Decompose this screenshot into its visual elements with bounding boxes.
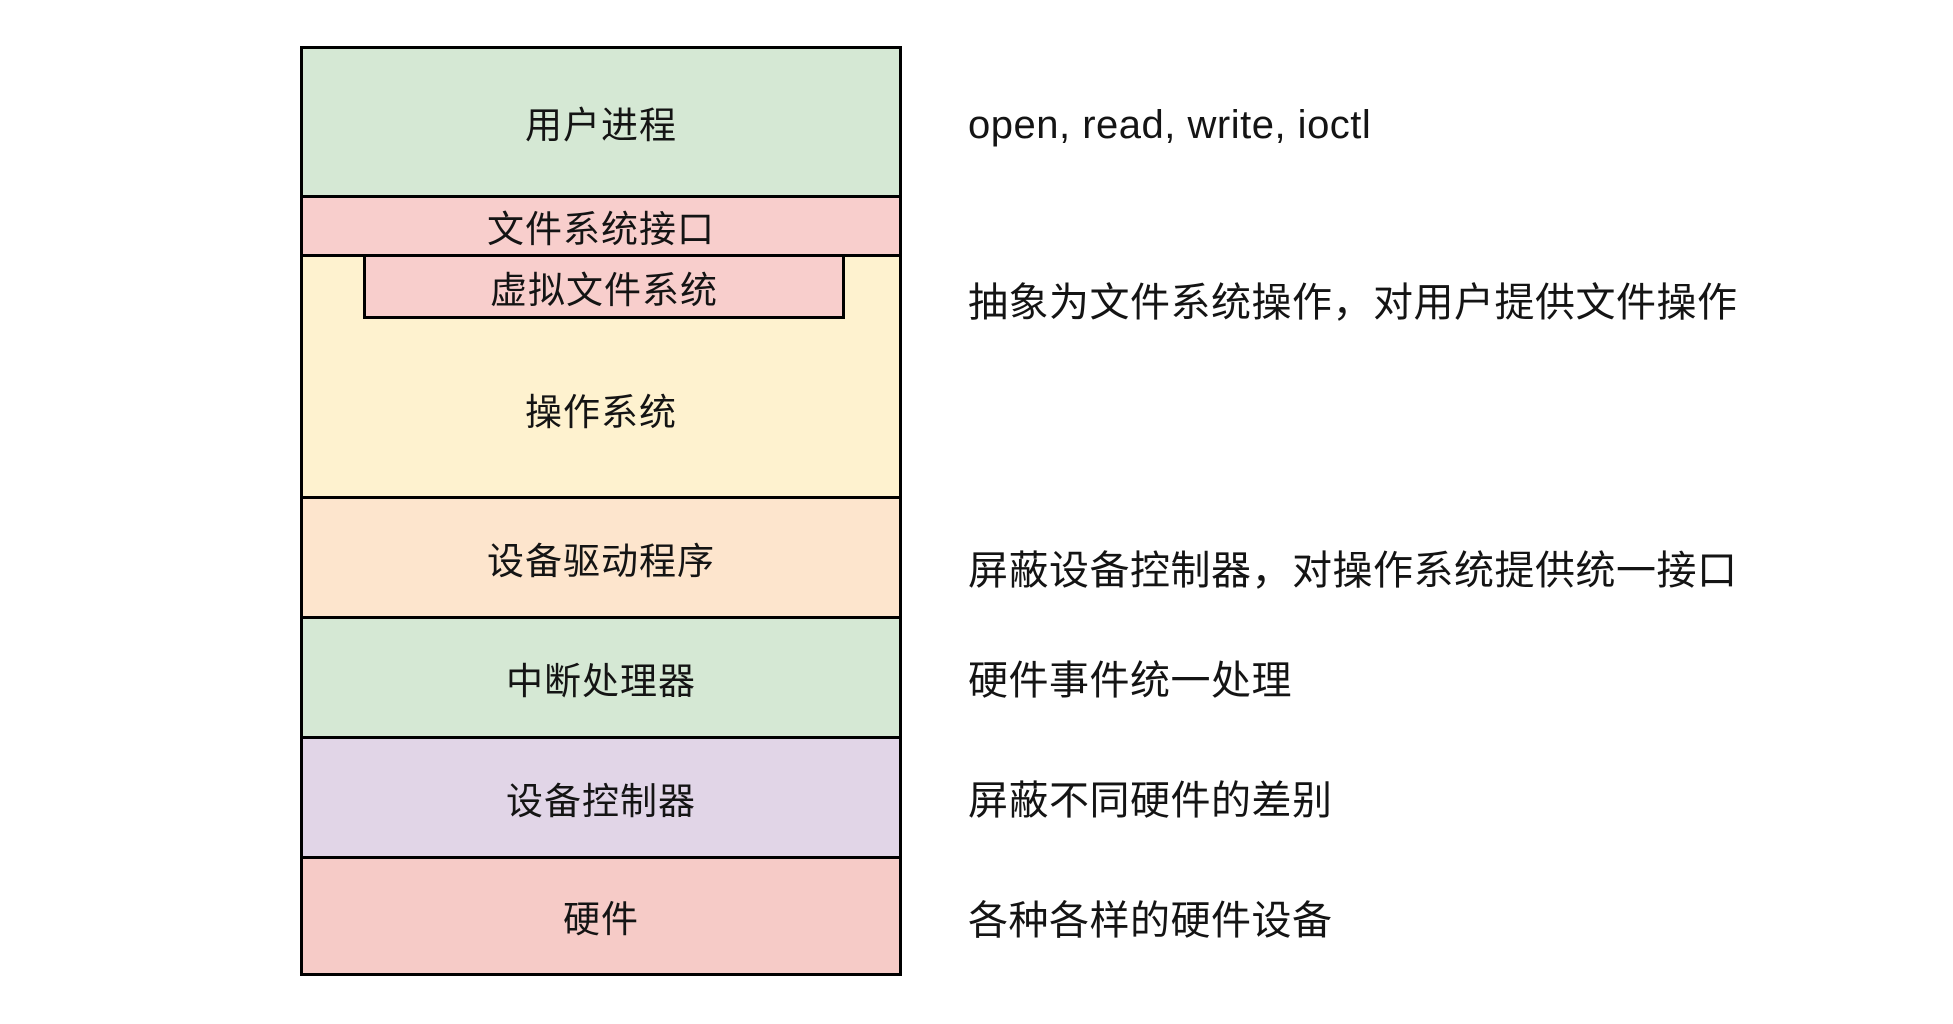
layer-hardware-label: 硬件 (563, 899, 639, 940)
layer-operating-system-label: 操作系统 (525, 392, 677, 433)
layer-device-controller: 设备控制器 (303, 736, 899, 856)
layer-virtual-file-system-label: 虚拟文件系统 (490, 269, 718, 311)
annotation-interrupt-note: 硬件事件统一处理 (968, 659, 1292, 703)
annotation-hardware-note: 各种各样的硬件设备 (968, 899, 1333, 943)
annotation-controller-note: 屏蔽不同硬件的差别 (968, 779, 1333, 823)
layer-stack: 用户进程 文件系统接口 操作系统 设备驱动程序 中断处理器 设备控制器 硬件 虚… (300, 46, 902, 976)
layer-virtual-file-system: 虚拟文件系统 (363, 254, 845, 319)
annotation-vfs-note: 抽象为文件系统操作，对用户提供文件操作 (968, 281, 1738, 325)
layer-device-controller-label: 设备控制器 (506, 780, 696, 822)
layer-device-driver: 设备驱动程序 (303, 496, 899, 616)
operating-system-label-area: 操作系统 (303, 322, 899, 496)
layer-user-process-label: 用户进程 (525, 105, 677, 146)
layer-interrupt-handler: 中断处理器 (303, 616, 899, 736)
layer-hardware: 硬件 (303, 856, 899, 973)
layer-device-driver-label: 设备驱动程序 (487, 540, 715, 582)
layer-interrupt-handler-label: 中断处理器 (506, 660, 696, 702)
annotation-driver-note: 屏蔽设备控制器，对操作系统提供统一接口 (968, 549, 1738, 593)
layer-fs-interface-label: 文件系统接口 (487, 209, 715, 250)
annotation-syscalls: open, read, write, ioctl (968, 103, 1372, 147)
layer-fs-interface: 文件系统接口 (303, 195, 899, 254)
layer-user-process: 用户进程 (303, 49, 899, 195)
